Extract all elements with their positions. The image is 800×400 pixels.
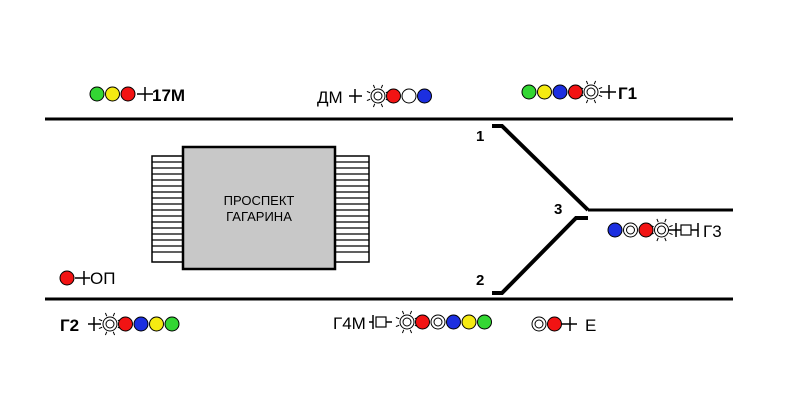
signal-g1-lamp-5-flashing	[579, 80, 603, 104]
upper-branch	[492, 124, 590, 212]
signal-g3-lamp-4-flashing	[650, 218, 673, 242]
signal-g4m-lamps	[395, 310, 492, 334]
station-right-hatch	[334, 155, 370, 263]
lower-branch	[492, 216, 588, 295]
station-left-hatch	[151, 155, 184, 263]
signal-17m-lamps	[89, 86, 136, 102]
signal-g2: Г2	[60, 312, 180, 336]
signal-op: ОП	[59, 269, 115, 288]
station-block: ПРОСПЕКТ ГАГАРИНА	[151, 145, 370, 271]
signal-g4m-lamp-4-blue	[446, 314, 461, 330]
signal-op-lamps	[59, 270, 75, 286]
signal-e: Е	[531, 316, 596, 335]
signal-g4m-mast	[369, 315, 374, 329]
signal-g1-lamp-3-blue	[552, 84, 568, 100]
signal-s17m-lamp-2-yellow	[105, 86, 120, 102]
signal-g1-lamps	[521, 80, 603, 104]
switch-1-label: 1	[476, 128, 484, 145]
signal-s17m-lamp-1-green	[89, 86, 105, 102]
signal-g1: Г1	[521, 80, 637, 104]
signal-g4m: Г4М	[333, 310, 492, 334]
signal-g1-lamp-1-green	[521, 84, 537, 100]
signal-dm: ДМ	[317, 84, 432, 108]
signal-e-mast	[561, 317, 577, 331]
signal-dm-lamp-1-flashing	[366, 84, 390, 108]
signal-e-lamps	[531, 316, 562, 332]
signal-g2-lamps	[98, 312, 180, 336]
signal-e-lamp-1-ring	[531, 316, 547, 332]
signal-g4m-lamp-6-green	[477, 314, 492, 330]
signal-g2-label: Г2	[60, 316, 79, 335]
signal-g1-lamp-4-red	[568, 84, 583, 100]
signal-g4m-lamp-2-red	[415, 314, 430, 330]
signal-17m: 17М	[89, 86, 185, 105]
signal-op-label: ОП	[90, 269, 115, 288]
signal-g4m-label: Г4М	[333, 314, 366, 333]
switch-2-label: 2	[476, 272, 484, 289]
station-name-line2: ГАГАРИНА	[226, 209, 292, 224]
signal-g2-lamp-4-yellow	[149, 316, 164, 332]
signal-dm-lamp-4-blue	[417, 88, 432, 104]
signal-g3-mast2	[691, 223, 699, 237]
signal-e-lamp-2-red	[547, 316, 562, 332]
signal-g1-mast	[600, 85, 616, 99]
signal-dm-lamp-3-white	[401, 88, 417, 104]
signal-g4m-lamp-1-flashing	[395, 310, 419, 334]
signal-s17m-lamp-3-red	[120, 86, 136, 102]
signal-g4m-lamp-3-ring	[430, 314, 446, 330]
signal-g3-box	[680, 224, 692, 236]
signal-g3-lamp-2-ring	[623, 222, 638, 238]
signal-g1-label: Г1	[618, 84, 637, 103]
signal-op-mast	[75, 271, 90, 285]
signal-g2-lamp-5-green	[164, 316, 180, 332]
signal-g4m-lamp-5-yellow	[461, 314, 477, 330]
station-name-line1: ПРОСПЕКТ	[224, 193, 295, 208]
signal-dm-lamp-2-red	[386, 88, 401, 104]
signal-g2-mast	[88, 317, 101, 331]
signal-g2-lamp-3-blue	[133, 316, 149, 332]
signal-g2-lamp-2-red	[118, 316, 133, 332]
station-body	[181, 145, 337, 271]
signal-e-label: Е	[585, 316, 596, 335]
signal-g2-lamp-1-flashing	[98, 312, 122, 336]
switch-3-label: 3	[554, 201, 562, 218]
signal-17m-label: 17М	[152, 86, 185, 105]
signal-op-lamp-1-red	[59, 270, 75, 286]
signal-g3: Г3	[607, 218, 722, 242]
signal-g3-lamps	[607, 218, 673, 242]
signal-dm-mast	[349, 89, 362, 103]
signal-g1-lamp-2-yellow	[537, 84, 552, 100]
signal-g3-mast	[668, 223, 681, 237]
signal-g3-lamp-1-blue	[607, 222, 623, 238]
signal-g4m-box	[375, 316, 387, 328]
signal-dm-label: ДМ	[317, 88, 343, 107]
signal-g3-lamp-3-red	[638, 222, 654, 238]
signal-dm-lamps	[366, 84, 432, 108]
signal-g3-label: Г3	[703, 222, 722, 241]
